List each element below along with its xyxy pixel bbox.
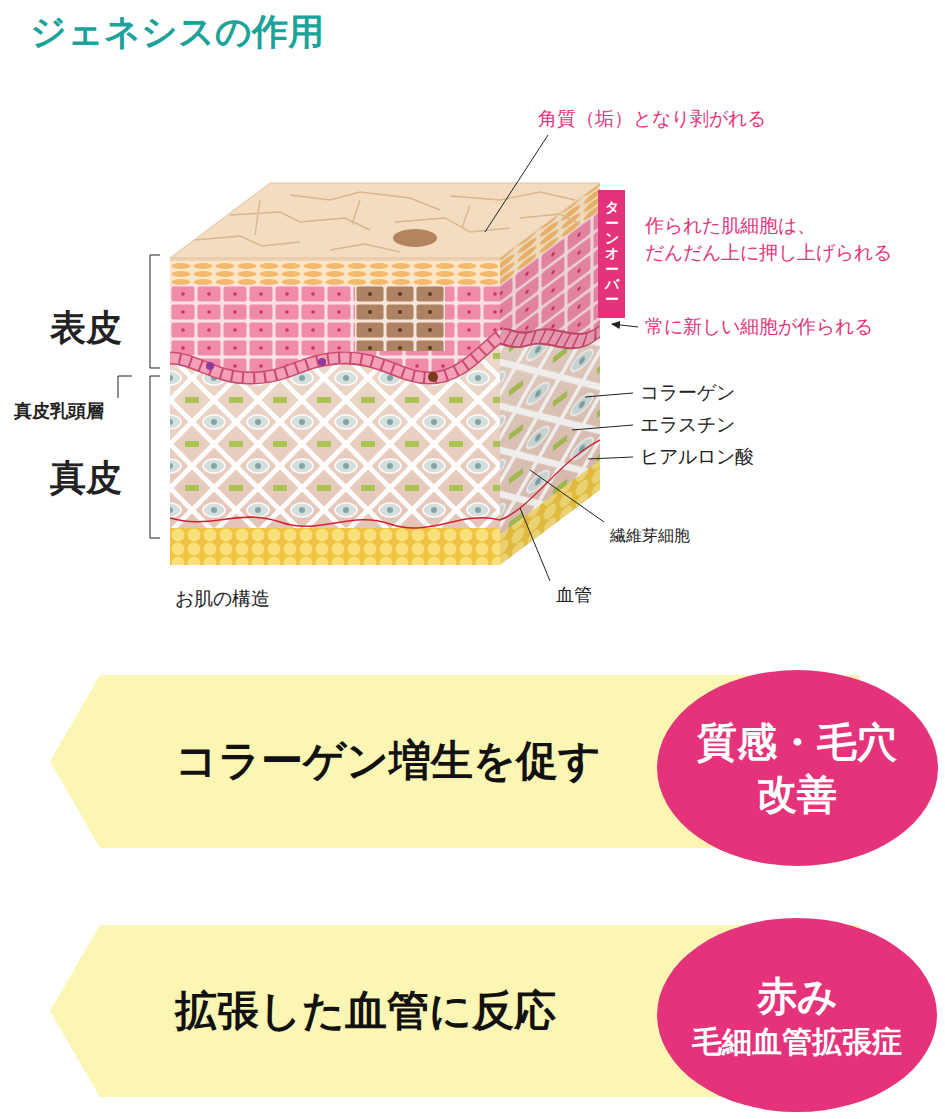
node-text-group: コラーゲン増生を促す: [175, 736, 601, 786]
callout-label: 作られた肌細胞は、 だんだん上に押し上げられる: [645, 212, 935, 266]
node-text-group: ターンオーバー: [605, 200, 619, 308]
pigment-spot: [393, 229, 437, 247]
node-text: 拡張した血管に反応: [175, 986, 556, 1036]
layer-name: 表皮: [50, 306, 122, 349]
figure-caption: お肌の構造: [175, 587, 270, 610]
layer-name: 真皮: [50, 456, 122, 499]
result-ellipse: 赤み毛細血管拡張症: [657, 918, 937, 1112]
node-text: ターンオーバー: [605, 200, 619, 308]
part-label: ヒアルロン酸: [640, 445, 754, 468]
part-label: コラーゲン: [640, 381, 735, 404]
skin-cracks: [195, 192, 580, 252]
node-text: 赤み: [692, 970, 902, 1022]
ellipse-shape: [657, 670, 938, 866]
part-label: 血管: [556, 584, 592, 606]
leader-lines: [118, 135, 638, 581]
layer-name: 真皮乳頭層: [14, 400, 104, 422]
node-text-group: 赤み毛細血管拡張症: [692, 970, 902, 1061]
title: ジェネシスの作用: [30, 10, 324, 53]
node-text-group: 拡張した血管に反応: [175, 986, 556, 1036]
node-text: コラーゲン増生を促す: [175, 736, 601, 786]
part-label: エラスチン: [640, 413, 735, 436]
turnover-bar: ターンオーバー: [598, 190, 625, 318]
callout-label: 角質（垢）となり剥がれる: [538, 107, 766, 130]
part-label: 繊維芽細胞: [610, 526, 690, 545]
node-text: 毛細血管拡張症: [692, 1022, 902, 1061]
skin-front-face: [170, 258, 500, 565]
result-ellipse: 質感・毛穴 改善: [657, 670, 938, 866]
node-text-group: 質感・毛穴 改善: [682, 716, 912, 820]
callout-label: 常に新しい細胞が作られる: [645, 315, 873, 338]
skin-top-face: [170, 183, 600, 258]
node-text: 質感・毛穴 改善: [682, 716, 912, 820]
